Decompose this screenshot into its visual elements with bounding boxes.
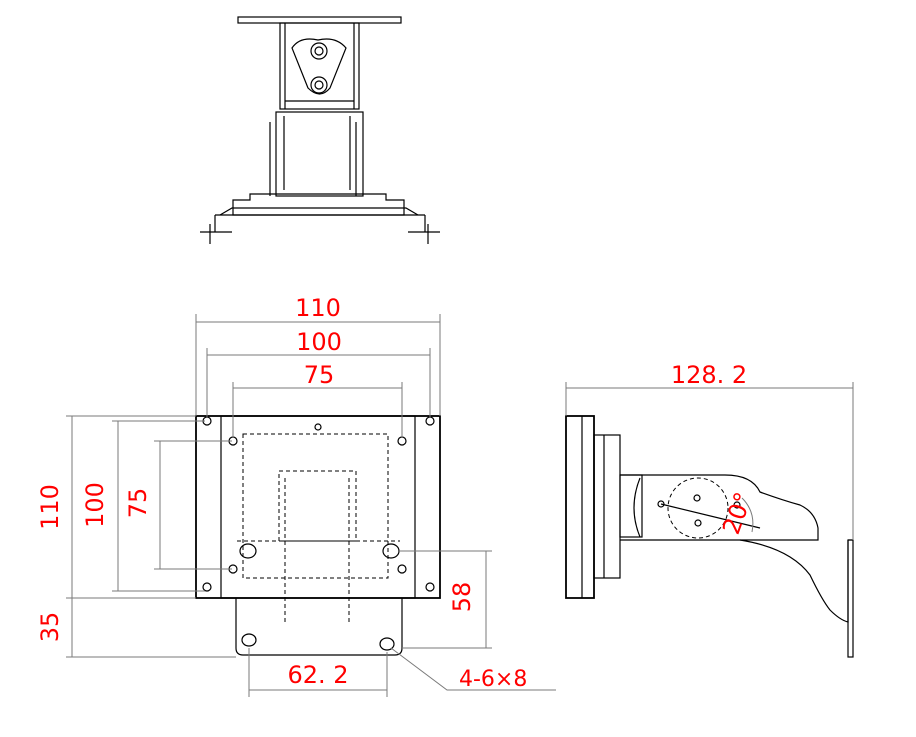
dim-tab-height: 35 [36,612,64,643]
slot-hole [239,543,257,559]
dimension-lines [66,314,854,697]
dim-side-length: 128. 2 [671,361,747,389]
dim-overall-height: 110 [36,484,64,530]
clamp-slot [291,38,347,95]
front-view [195,415,441,656]
dim-bottom-pitch: 62. 2 [287,661,348,689]
dim-overall-width: 110 [295,294,341,322]
slot-hole [379,637,395,651]
dim-hole-pitch-100: 100 [296,328,342,356]
mount-hole [425,582,435,592]
dim-slot-callout: 4-6×8 [459,667,527,692]
dim-height-75: 75 [124,488,152,519]
dim-hole-pitch-75: 75 [304,361,335,389]
dim-height-100: 100 [81,482,109,528]
slot-hole [382,543,400,559]
slot-hole [241,633,257,647]
side-view [565,415,854,658]
mount-hole [202,582,212,592]
mount-hole [425,416,435,426]
top-view [200,16,440,244]
mount-hole [397,436,407,446]
dim-bottom-58: 58 [448,582,476,613]
mount-hole [397,564,407,574]
dimension-labels: 110 100 75 110 100 75 35 58 62. 2 4-6×8 … [36,294,758,692]
